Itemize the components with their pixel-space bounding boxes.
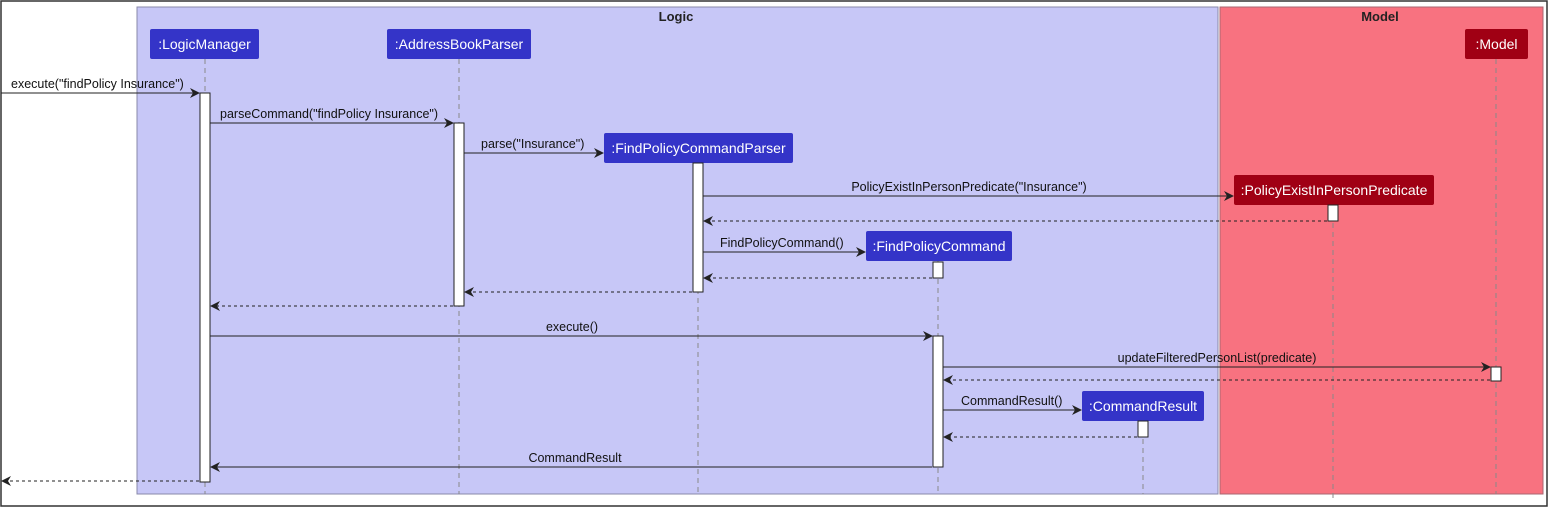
message-parse: parse("Insurance") [481, 137, 584, 151]
participant-policy-predicate: :PolicyExistInPersonPredicate [1241, 182, 1428, 198]
message-create-find-policy-command: FindPolicyCommand() [720, 236, 844, 250]
activation-find-policy-command-execute [932, 335, 944, 468]
participant-find-policy-command-box [866, 231, 1012, 261]
participant-find-policy-command: :FindPolicyCommand [872, 238, 1005, 254]
message-create-predicate: PolicyExistInPersonPredicate("Insurance"… [851, 180, 1086, 194]
participant-logic-manager-box [150, 29, 259, 59]
participant-policy-predicate-box [1234, 175, 1434, 205]
activation-find-policy-command-create [932, 261, 944, 279]
participant-find-policy-command-parser: :FindPolicyCommandParser [611, 140, 786, 156]
activation-find-policy-command-parser [692, 162, 704, 293]
participant-address-book-parser-box [387, 29, 531, 59]
logic-package [136, 6, 1219, 495]
participant-find-policy-command-parser-box [604, 133, 793, 163]
activation-model [1490, 366, 1502, 382]
participant-logic-manager: :LogicManager [158, 36, 251, 52]
model-package-title: Model [1361, 9, 1399, 24]
activation-logic-manager [199, 92, 211, 483]
message-update-filtered-list: updateFilteredPersonList(predicate) [1118, 351, 1317, 365]
activation-policy-predicate [1327, 204, 1339, 222]
message-execute: execute() [546, 320, 598, 334]
participant-model: :Model [1475, 36, 1517, 52]
participant-address-book-parser: :AddressBookParser [395, 36, 524, 52]
message-execute-find-policy: execute("findPolicy Insurance") [11, 77, 184, 91]
message-parse-command: parseCommand("findPolicy Insurance") [220, 107, 438, 121]
activation-command-result [1137, 420, 1149, 438]
model-package [1219, 6, 1544, 495]
participant-command-result-box [1082, 391, 1204, 421]
participant-command-result: :CommandResult [1089, 398, 1197, 414]
message-create-command-result: CommandResult() [961, 394, 1062, 408]
activation-address-book-parser [453, 122, 465, 307]
logic-package-title: Logic [659, 9, 694, 24]
participant-model-box [1465, 29, 1528, 59]
message-command-result: CommandResult [528, 451, 622, 465]
